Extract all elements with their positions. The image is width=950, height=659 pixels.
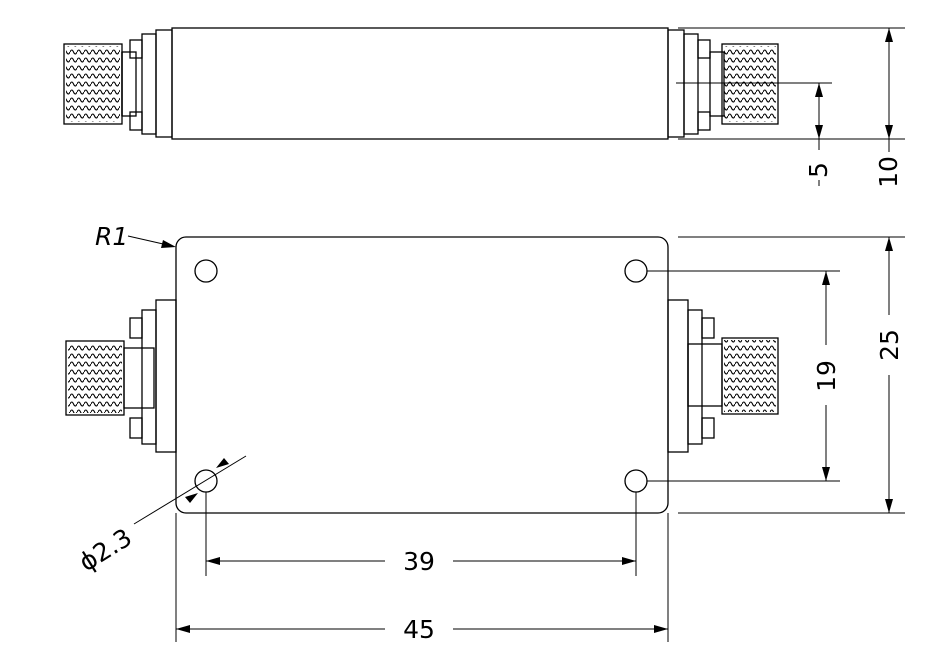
dim-25-label: 25: [875, 329, 904, 361]
top-right-connector: [667, 29, 779, 138]
front-left-connector: [65, 299, 177, 453]
dim-5-label: 5: [804, 162, 833, 178]
front-right-connector: [667, 299, 779, 453]
dim-19-label: 19: [812, 360, 841, 392]
mounting-hole-top-left: [194, 259, 218, 283]
dim-45-label: 45: [403, 615, 435, 644]
dim-10-label: 10: [874, 156, 903, 188]
front-view-plate: [175, 236, 669, 514]
top-view: 5 10: [63, 27, 905, 188]
top-left-connector: [63, 29, 173, 138]
radius-label: R1: [95, 222, 128, 251]
mounting-hole-bottom-left: [194, 469, 218, 493]
mounting-hole-bottom-right: [624, 469, 648, 493]
hole-diameter-label: ϕ2.3: [74, 523, 137, 577]
front-view: R1 ϕ2.3 39 45 19: [65, 222, 905, 644]
mounting-hole-top-right: [624, 259, 648, 283]
top-view-body: [171, 27, 669, 140]
dim-39-label: 39: [403, 547, 435, 576]
